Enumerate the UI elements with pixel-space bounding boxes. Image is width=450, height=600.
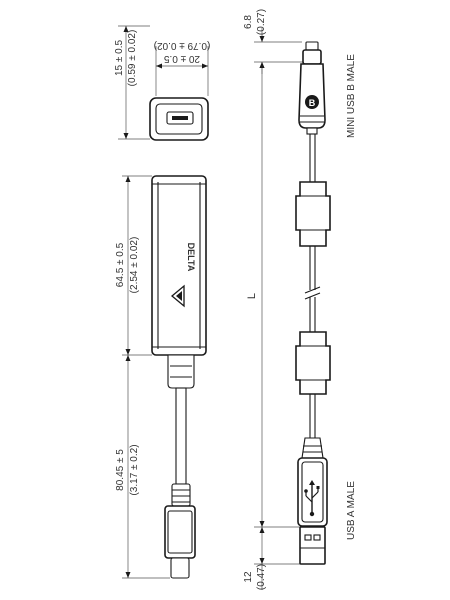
cable-assembly: B <box>254 28 331 590</box>
overall-length-label: L <box>246 293 258 299</box>
usb-a-plug-in: (0.47) <box>256 564 267 590</box>
usb-a-plug-mm: 12 <box>243 571 254 583</box>
ferrite-core-lower <box>295 331 331 395</box>
usb-icon <box>304 480 320 517</box>
body-length-in: (2.54 ± 0.02) <box>129 237 140 294</box>
side-cable <box>175 387 187 485</box>
mini-usb-tip <box>305 41 319 51</box>
usb-a-label: USB A MALE <box>346 481 357 540</box>
mini-badge-icon <box>305 95 319 109</box>
cable-length-in: (3.17 ± 0.2) <box>129 444 140 495</box>
mini-badge-letter: B <box>309 98 316 108</box>
side-view <box>122 175 207 579</box>
cable-length-mm: 80.45 ± 5 <box>115 449 126 491</box>
usb-a-tip <box>299 526 326 565</box>
cable-break-mark <box>304 286 321 294</box>
top-height-mm: 15 ± 0.5 <box>114 40 125 77</box>
mini-plug-in: (0.27) <box>256 9 267 35</box>
top-width-mm: 20 ± 0.5 <box>164 53 201 64</box>
top-height-in: (0.59 ± 0.02) <box>127 30 138 87</box>
body-length-mm: 64.5 ± 0.5 <box>115 242 126 287</box>
mini-usb-label: MINI USB B MALE <box>346 54 357 138</box>
end-view <box>118 25 209 141</box>
ferrite-core-upper <box>295 181 331 247</box>
side-plug-tip <box>170 557 190 579</box>
adapter-body <box>151 175 207 356</box>
mini-plug-mm: 6.8 <box>243 15 254 29</box>
top-width-in: (0.79 ± 0.02) <box>154 40 211 51</box>
strain-relief <box>167 354 195 389</box>
brand-logo-text: DELTA <box>186 243 196 272</box>
delta-logo-icon <box>170 284 185 308</box>
